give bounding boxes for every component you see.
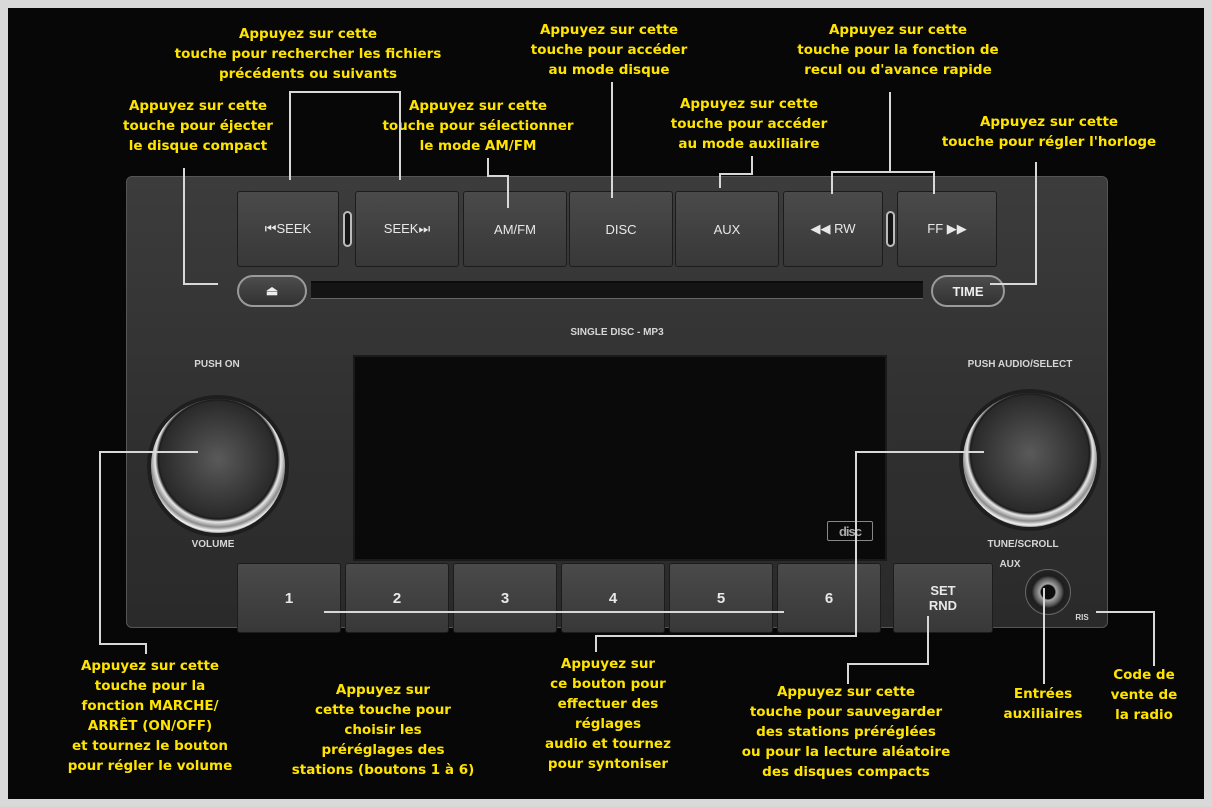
preset-button-6[interactable]: 6 [777,563,881,633]
preset-button-5[interactable]: 5 [669,563,773,633]
seek-prev-button[interactable]: ⏮SEEK [237,191,339,267]
annotation-seek: Appuyez sur cette touche pour rechercher… [174,26,442,82]
time-button[interactable]: TIME [931,275,1005,307]
seek-next-button[interactable]: SEEK⏭ [355,191,459,267]
ris-label: RIS [1075,613,1089,622]
preset-button-2[interactable]: 2 [345,563,449,633]
amfm-button[interactable]: AM/FM [463,191,567,267]
eject-button[interactable]: ⏏ [237,275,307,307]
annotation-rwff: Appuyez sur cette touche pour la fonctio… [797,22,999,78]
single-disc-label: SINGLE DISC - MP3 [570,327,664,338]
set-rnd-button[interactable]: SET RND [893,563,993,633]
annotation-tune: Appuyez sur ce bouton pour effectuer des… [545,656,671,772]
preset-button-4[interactable]: 4 [561,563,665,633]
preset-button-3[interactable]: 3 [453,563,557,633]
disc-button[interactable]: DISC [569,191,673,267]
volume-label: VOLUME [191,539,235,550]
annotation-disc: Appuyez sur cette touche pour accéder au… [530,22,688,78]
annotation-amfm: Appuyez sur cette touche pour sélectionn… [382,98,574,154]
tune-knob[interactable] [963,393,1097,527]
diagram-frame: Appuyez sur cette touche pour rechercher… [8,8,1204,799]
preset-button-1[interactable]: 1 [237,563,341,633]
annotation-eject: Appuyez sur cette touche pour éjecter le… [123,98,273,154]
aux-input-jack[interactable] [1025,569,1071,615]
tune-scroll-label: TUNE/SCROLL [987,539,1059,550]
volume-knob[interactable] [151,399,285,533]
seek-separator [343,211,352,247]
annotation-time: Appuyez sur cette touche pour régler l'h… [941,114,1157,150]
annotation-power: Appuyez sur cette touche pour la fonctio… [67,658,233,774]
rewind-button[interactable]: ◀◀ RW [783,191,883,267]
fast-forward-button[interactable]: FF ▶▶ [897,191,997,267]
disc-logo: disc [827,521,873,541]
annotation-aux-inputs: Entrées auxiliaires [1003,686,1083,722]
aux-button[interactable]: AUX [675,191,779,267]
rwff-separator [886,211,895,247]
push-on-label: PUSH ON [194,359,240,370]
radio-faceplate: ⏮SEEK SEEK⏭ AM/FM DISC AUX ◀◀ RW FF ▶▶ ⏏… [126,176,1108,633]
radio-display: disc [353,355,887,561]
annotation-sales-code: Code de vente de la radio [1110,667,1178,723]
annotation-setrnd: Appuyez sur cette touche pour sauvegarde… [741,684,951,780]
annotation-presets: Appuyez sur cette touche pour choisir le… [291,682,475,778]
aux-jack-label: AUX [999,559,1021,570]
cd-slot[interactable] [311,281,923,299]
annotation-aux: Appuyez sur cette touche pour accéder au… [670,96,828,152]
push-audio-select-label: PUSH AUDIO/SELECT [967,359,1073,370]
